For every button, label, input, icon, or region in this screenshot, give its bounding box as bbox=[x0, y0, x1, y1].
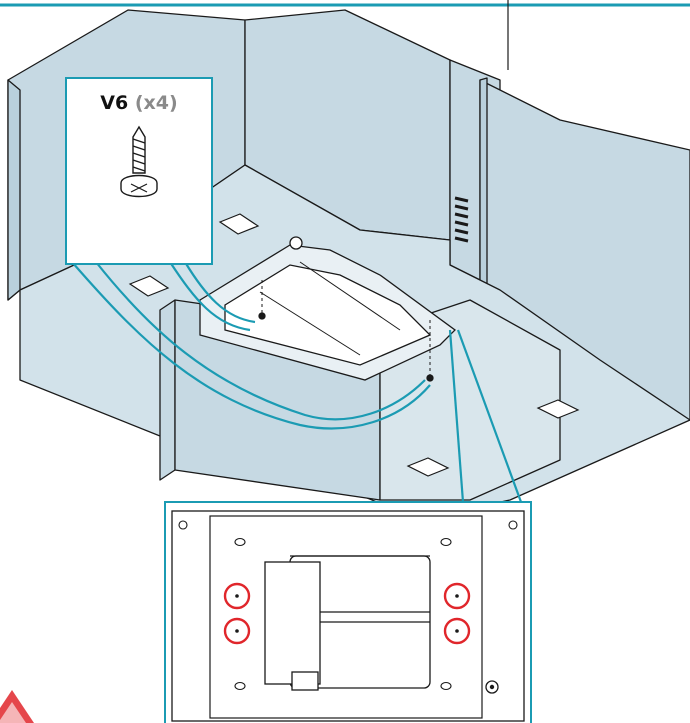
leader-inner bbox=[169, 261, 251, 332]
motor-housing bbox=[264, 555, 431, 691]
keyhole-slots bbox=[178, 520, 518, 691]
left-cabinet-front bbox=[7, 79, 21, 301]
hole-highlight-circle bbox=[223, 617, 251, 645]
lower-left-box bbox=[159, 299, 176, 481]
ceiling-cutouts bbox=[128, 213, 580, 477]
screw-left bbox=[258, 312, 266, 320]
callout-leaders bbox=[71, 261, 523, 503]
screw-icon bbox=[120, 125, 158, 198]
cutout-left bbox=[218, 213, 260, 235]
motor-connector bbox=[291, 671, 319, 691]
right-cabinet-edge bbox=[479, 77, 488, 301]
cutout-left-low bbox=[128, 275, 170, 297]
leader-inner-2 bbox=[184, 261, 256, 324]
detail-view bbox=[164, 501, 532, 723]
frame-inner bbox=[224, 264, 432, 366]
mounting-holes bbox=[235, 594, 459, 633]
part-code: V6 bbox=[100, 92, 129, 114]
motor-side bbox=[264, 561, 321, 685]
hole-highlight-circle bbox=[443, 617, 471, 645]
drain-plug-center bbox=[489, 684, 495, 690]
callout-label: V6 (x4) bbox=[66, 92, 212, 114]
part-quantity: (x4) bbox=[134, 92, 178, 114]
hole-highlights bbox=[223, 582, 471, 645]
vent-slots bbox=[454, 196, 469, 243]
leader-outer bbox=[71, 261, 431, 430]
screw-right bbox=[426, 374, 434, 382]
frame-boss bbox=[289, 236, 303, 250]
detail-panel-inner bbox=[209, 515, 483, 719]
hole-highlight-circle bbox=[223, 582, 251, 610]
cutout-lower bbox=[406, 457, 450, 477]
leader-outer-2 bbox=[95, 261, 426, 421]
mounting-frame bbox=[199, 236, 456, 382]
warning-triangle-icon bbox=[0, 690, 34, 723]
detail-leader-left bbox=[448, 329, 465, 503]
hole-highlight-circle bbox=[443, 582, 471, 610]
detail-leader-right bbox=[456, 329, 523, 503]
cutout-right bbox=[536, 399, 580, 419]
